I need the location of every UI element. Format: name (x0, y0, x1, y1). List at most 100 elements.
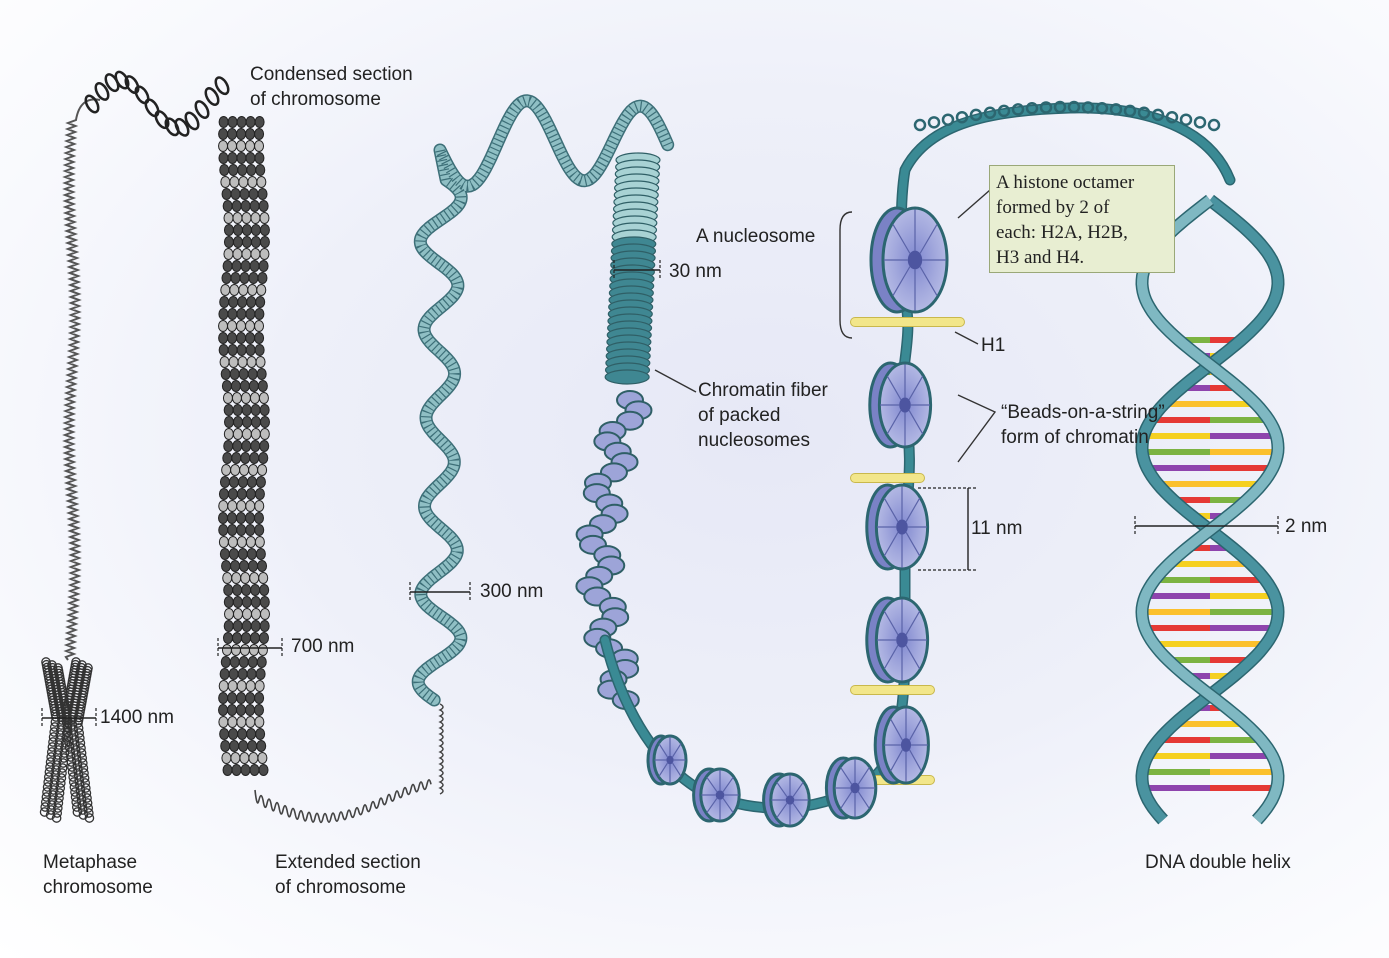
condensed-chromosome-coil (218, 116, 432, 824)
histone-divider (706, 776, 718, 793)
histone-divider (857, 791, 870, 809)
chromatin-loop (73, 718, 83, 728)
histone-divider (883, 532, 899, 557)
solenoid-loop (222, 260, 233, 272)
chromatin-loop (80, 783, 91, 793)
solenoid-loop (236, 716, 247, 728)
chromatin-loop (77, 805, 88, 815)
solenoid-loop (248, 188, 259, 200)
solenoid-loop (228, 164, 239, 176)
solenoid-loop (240, 632, 251, 644)
solenoid-loop (219, 476, 230, 488)
solenoid-loop (236, 308, 247, 320)
solenoid-loop (255, 548, 266, 560)
chromatin-loop (69, 735, 80, 745)
solenoid-loop (258, 632, 269, 644)
solenoid-loop (255, 728, 266, 740)
solenoid-loop (236, 512, 247, 524)
solenoid-loop (229, 284, 240, 296)
solenoid-loop (237, 296, 248, 308)
chromatin-loop (55, 783, 66, 793)
histone-divider (840, 791, 853, 809)
coil-knot (184, 111, 200, 131)
solenoid-loop (254, 344, 265, 356)
chromatin-loop (43, 772, 54, 782)
solenoid-loop (245, 512, 256, 524)
chromatin-loop (52, 808, 63, 818)
chromatin-fiber (575, 152, 661, 710)
nucleosome-bracket (839, 211, 853, 339)
solenoid-loop (259, 224, 270, 236)
histone-divider (890, 749, 903, 772)
histone-divider (722, 797, 734, 814)
solenoid-loop (245, 680, 256, 692)
solenoid-loop (227, 512, 238, 524)
solenoid-loop (259, 620, 270, 632)
solenoid-loop (219, 164, 230, 176)
coil-turn (1067, 100, 1081, 114)
solenoid-loop (259, 596, 270, 608)
solenoid-loop (227, 140, 238, 152)
histone-divider (792, 802, 804, 819)
histone-core (896, 519, 908, 535)
solenoid-loop (237, 668, 248, 680)
solenoid-loop (257, 464, 268, 476)
solenoid-loop (239, 272, 250, 284)
fiber-coil (604, 369, 650, 385)
solenoid-loop (223, 440, 234, 452)
chromatin-loop (68, 725, 79, 735)
solenoid-loop (250, 584, 261, 596)
histone-divider (658, 743, 668, 758)
chromatin-loop (73, 770, 84, 780)
histone-divider (905, 532, 921, 557)
solenoid-loop (223, 596, 234, 608)
solenoid-loop (241, 416, 252, 428)
solenoid-loop (245, 116, 256, 128)
histone-divider (919, 266, 938, 296)
chromatin-loop (40, 802, 51, 812)
coil-turn (941, 113, 955, 126)
solenoid-loop (218, 716, 229, 728)
extended-chromosome-section (411, 94, 675, 795)
chromatin-loop (49, 722, 60, 732)
solenoid-loop (259, 608, 270, 620)
solenoid-loop (218, 536, 229, 548)
solenoid-loop (248, 464, 259, 476)
solenoid-loop (218, 308, 229, 320)
solenoid-loop (227, 692, 238, 704)
solenoid-loop (249, 632, 260, 644)
solenoid-loop (239, 188, 250, 200)
solenoid-loop (232, 212, 243, 224)
coil-knot (94, 82, 110, 101)
chromatin-loop (42, 787, 52, 797)
solenoid-loop (228, 296, 239, 308)
solenoid-loop (254, 716, 265, 728)
chromatin-loop (45, 762, 55, 772)
solenoid-loop (254, 488, 265, 500)
solenoid-loop (254, 128, 265, 140)
solenoid-loop (229, 368, 240, 380)
solenoid-loop (245, 524, 256, 536)
chromatin-loop (51, 712, 61, 722)
measure-30nm: 30 nm (669, 261, 722, 282)
solenoid-loop (256, 656, 267, 668)
solenoid-loop (258, 764, 269, 776)
solenoid-loop (221, 272, 232, 284)
chromatin-loop (47, 795, 58, 805)
solenoid-loop (258, 452, 269, 464)
chromatin-loop (54, 793, 64, 803)
solenoid-loop (220, 740, 231, 752)
measure-1400nm: 1400 nm (100, 707, 174, 728)
solenoid-loop (228, 476, 239, 488)
fiber-pointer (654, 369, 697, 393)
solenoid-loop (223, 212, 234, 224)
solenoid-loop (236, 536, 247, 548)
sugar-phosphate-backbone (1136, 196, 1284, 824)
solenoid-loop (222, 452, 233, 464)
coil-turn (1137, 106, 1151, 120)
histone-divider (905, 610, 921, 635)
solenoid-loop (236, 500, 247, 512)
chromatin-loop (68, 730, 79, 740)
coil-knot (214, 76, 230, 96)
